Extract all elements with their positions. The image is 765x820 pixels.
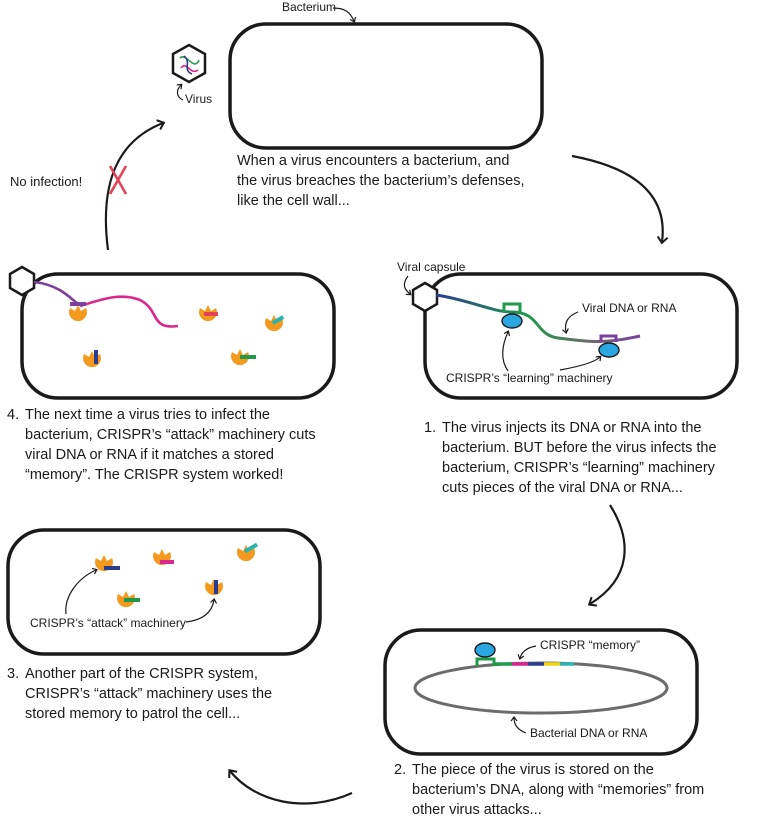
bacterial-dna-arrow <box>510 716 527 734</box>
learning-machinery-2 <box>598 334 620 358</box>
attack-machinery-1 <box>198 305 218 322</box>
learning-label-arrow-left <box>502 330 511 372</box>
intro-caption: When a virus encounters a bacterium, and… <box>237 153 525 209</box>
viral-dna-arrow <box>562 311 579 334</box>
step3-caption: 3. Another part of the CRISPR system, CR… <box>7 664 315 724</box>
step4-caption: 4. The next time a virus tries to infect… <box>7 405 327 485</box>
step1-caption: 1. The virus injects its DNA or RNA into… <box>424 418 736 498</box>
attack-label-arrow-left <box>65 567 98 615</box>
virus-label: Virus <box>185 92 212 106</box>
step3-number: 3. <box>7 666 20 682</box>
no-infection-label: No infection! <box>10 174 82 189</box>
attack-machinery-4 <box>231 349 256 366</box>
arrow-step1-to-step2 <box>587 504 626 607</box>
step4-number: 4. <box>7 407 20 423</box>
step4-text: The next time a virus tries to infect th… <box>25 407 316 483</box>
step3-text: Another part of the CRISPR system, CRISP… <box>25 666 273 722</box>
step1-number: 1. <box>424 420 437 436</box>
crispr-memory-label: CRISPR “memory” <box>540 638 640 652</box>
cut-viral-dna <box>33 280 79 306</box>
virus-label-arrow <box>176 83 184 101</box>
cut-viral-dna-rest <box>79 295 179 328</box>
viral-capsule-arrow <box>403 275 412 296</box>
bacterium-label-arrow <box>332 7 357 23</box>
step2-number: 2. <box>394 762 407 778</box>
virus-icon <box>171 43 207 84</box>
attack-machinery-2 <box>265 315 285 332</box>
patrol-machinery-4 <box>204 579 223 596</box>
crispr-memory-arrow <box>517 645 537 660</box>
viral-capsule-label: Viral capsule <box>397 260 466 274</box>
bacterial-dna-label: Bacterial DNA or RNA <box>530 726 647 740</box>
arrow-step2-to-step3 <box>228 769 353 805</box>
bacterium-cell-step2 <box>383 628 699 756</box>
attack-machinery-label: CRISPR’s “attack” machinery <box>30 616 186 630</box>
step2-text: The piece of the virus is stored on the … <box>412 762 705 818</box>
attack-machinery-3 <box>83 350 101 368</box>
bacterial-dna-circle <box>413 661 669 715</box>
blocked-x-icon <box>108 165 128 195</box>
learning-machinery-step2 <box>474 642 496 666</box>
viral-dna-label: Viral DNA or RNA <box>582 301 676 315</box>
patrol-machinery-2 <box>153 549 174 566</box>
bacterium-cell-step1 <box>423 272 739 400</box>
arrow-step4-to-virus <box>104 119 166 251</box>
learning-machinery-label: CRISPR’s “learning” machinery <box>446 371 613 385</box>
bacterium-cell-top <box>228 22 544 150</box>
learning-label-arrow-right <box>559 355 602 371</box>
bacterium-cell-step3 <box>6 528 322 656</box>
step2-caption: 2. The piece of the virus is stored on t… <box>394 760 719 820</box>
bacterium-label: Bacterium <box>282 0 336 14</box>
attack-machinery-cutting <box>68 302 87 322</box>
viral-capsule-icon <box>411 281 439 313</box>
viral-capsule-icon-step4 <box>8 265 36 297</box>
patrol-machinery-1 <box>95 555 120 572</box>
injected-viral-dna <box>435 293 641 343</box>
step1-text: The virus injects its DNA or RNA into th… <box>442 420 717 496</box>
patrol-machinery-5 <box>117 591 140 608</box>
arrow-intro-to-step1 <box>571 154 669 245</box>
patrol-machinery-3 <box>237 542 259 562</box>
bacterium-cell-step4 <box>20 272 336 400</box>
learning-machinery-1 <box>501 302 523 329</box>
attack-label-arrow-right <box>185 598 217 623</box>
